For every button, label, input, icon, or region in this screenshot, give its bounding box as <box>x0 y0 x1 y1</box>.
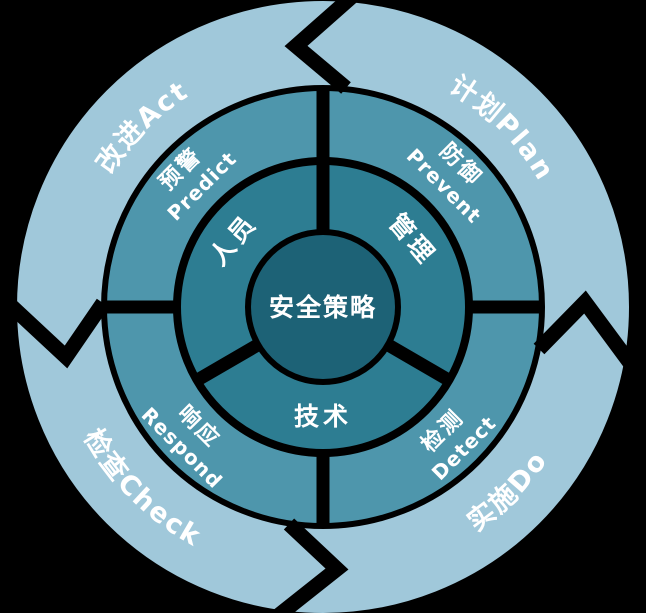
center-circle <box>251 235 395 379</box>
outer-ring-break-bottom <box>269 518 349 613</box>
outer-ring-break-left <box>1 296 110 369</box>
inner-label-technology: 技术 <box>294 402 352 431</box>
inner-ring-separator-bottom-left <box>190 333 272 388</box>
outer-ring-break-top <box>284 0 360 94</box>
center-label: 安全策略 <box>269 293 377 322</box>
inner-ring-separator-bottom-right <box>374 333 456 388</box>
outer-ring-break-right <box>533 290 640 372</box>
